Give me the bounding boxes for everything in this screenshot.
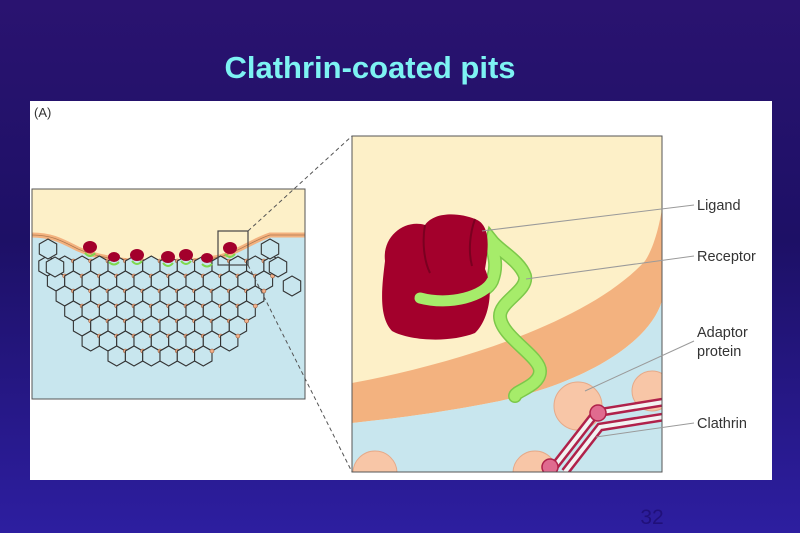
label-receptor: Receptor <box>697 249 756 265</box>
figure-panel: (A) <box>30 101 772 480</box>
clathrin-hexagon <box>282 275 302 297</box>
magnified-membrane <box>352 209 662 423</box>
leader-lines <box>481 204 695 438</box>
label-adaptor-line1: Adaptor <box>697 325 748 341</box>
label-ligand: Ligand <box>697 198 741 214</box>
clathrin-pit-diagram: (A) <box>31 105 756 473</box>
clathrin-hexagon <box>268 256 288 278</box>
slide-title: Clathrin-coated pits <box>224 50 516 85</box>
clathrin-hexagon <box>260 238 280 260</box>
clathrin-hexagon <box>38 238 58 260</box>
clathrin-hexagon <box>81 330 100 352</box>
clathrin-struts <box>541 397 662 472</box>
zoom-connector-bottom <box>247 264 353 473</box>
label-adaptor-line2: protein <box>697 344 741 360</box>
ligand-receptor-clusters <box>83 241 237 268</box>
clathrin-hexagon <box>194 345 213 367</box>
clathrin-lattice <box>38 238 302 367</box>
receptor-front-segment <box>414 275 498 307</box>
zoom-connector-top <box>247 135 353 232</box>
ligand <box>382 214 490 340</box>
adaptor-dot <box>253 303 258 309</box>
zoom-region-box <box>217 230 249 266</box>
adaptor-dot <box>244 318 249 324</box>
overview-frame <box>31 188 306 400</box>
panel-label: (A) <box>34 105 51 120</box>
clathrin-hexagon <box>159 345 178 367</box>
ligand-folds <box>422 218 476 274</box>
magnified-view <box>352 136 662 472</box>
clathrin-hexagon <box>124 345 144 367</box>
adaptor-dot <box>235 333 241 339</box>
clathrin-hexagon <box>142 345 161 367</box>
page-number: 32 <box>640 506 664 529</box>
adaptor-dot <box>209 348 215 354</box>
magnified-frame <box>351 135 663 473</box>
label-clathrin: Clathrin <box>697 416 747 432</box>
pit-overview <box>32 189 305 399</box>
clathrin-hexagon <box>45 256 65 278</box>
adaptor-dot <box>261 288 267 294</box>
clathrin-hexagon <box>176 345 196 367</box>
clathrin-hexagon <box>107 345 126 367</box>
clathrin-hexagon <box>220 330 239 352</box>
